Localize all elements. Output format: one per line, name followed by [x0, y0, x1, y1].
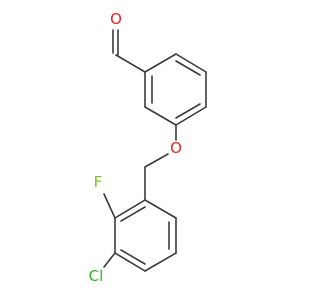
ring2-bond: [114, 252, 146, 272]
benzene-ring-bottom: [114, 199, 177, 272]
structure-diagram: O O F Cl: [89, 10, 207, 285]
bond-c-f: [103, 193, 116, 219]
ring2-bond: [114, 199, 146, 219]
atom-label-chlorine: Cl: [89, 267, 104, 285]
ring2-bond: [144, 199, 177, 219]
bond-cho-ring: [115, 54, 146, 73]
atom-label-aldehyde-oxygen: O: [110, 10, 122, 28]
ring1-bond: [144, 53, 177, 73]
ring1-bond: [175, 106, 207, 126]
ring1-inner-bond: [175, 60, 201, 76]
ring2-inner-bond: [120, 206, 146, 222]
ring2-inner-bond: [120, 249, 146, 265]
ring2-bond: [144, 252, 177, 272]
ether-linkage: [144, 124, 177, 201]
benzene-ring-top: [144, 53, 207, 126]
aldehyde-group: [112, 29, 146, 73]
atom-label-ether-oxygen: O: [170, 139, 182, 157]
atom-label-fluorine: F: [94, 173, 103, 191]
ring1-bond: [175, 53, 207, 73]
ring1-inner-bond: [175, 103, 201, 119]
substituents: [103, 193, 116, 268]
bond-c-cl: [103, 252, 116, 268]
bond-o-ch2: [144, 153, 169, 168]
ring1-bond: [144, 106, 177, 126]
